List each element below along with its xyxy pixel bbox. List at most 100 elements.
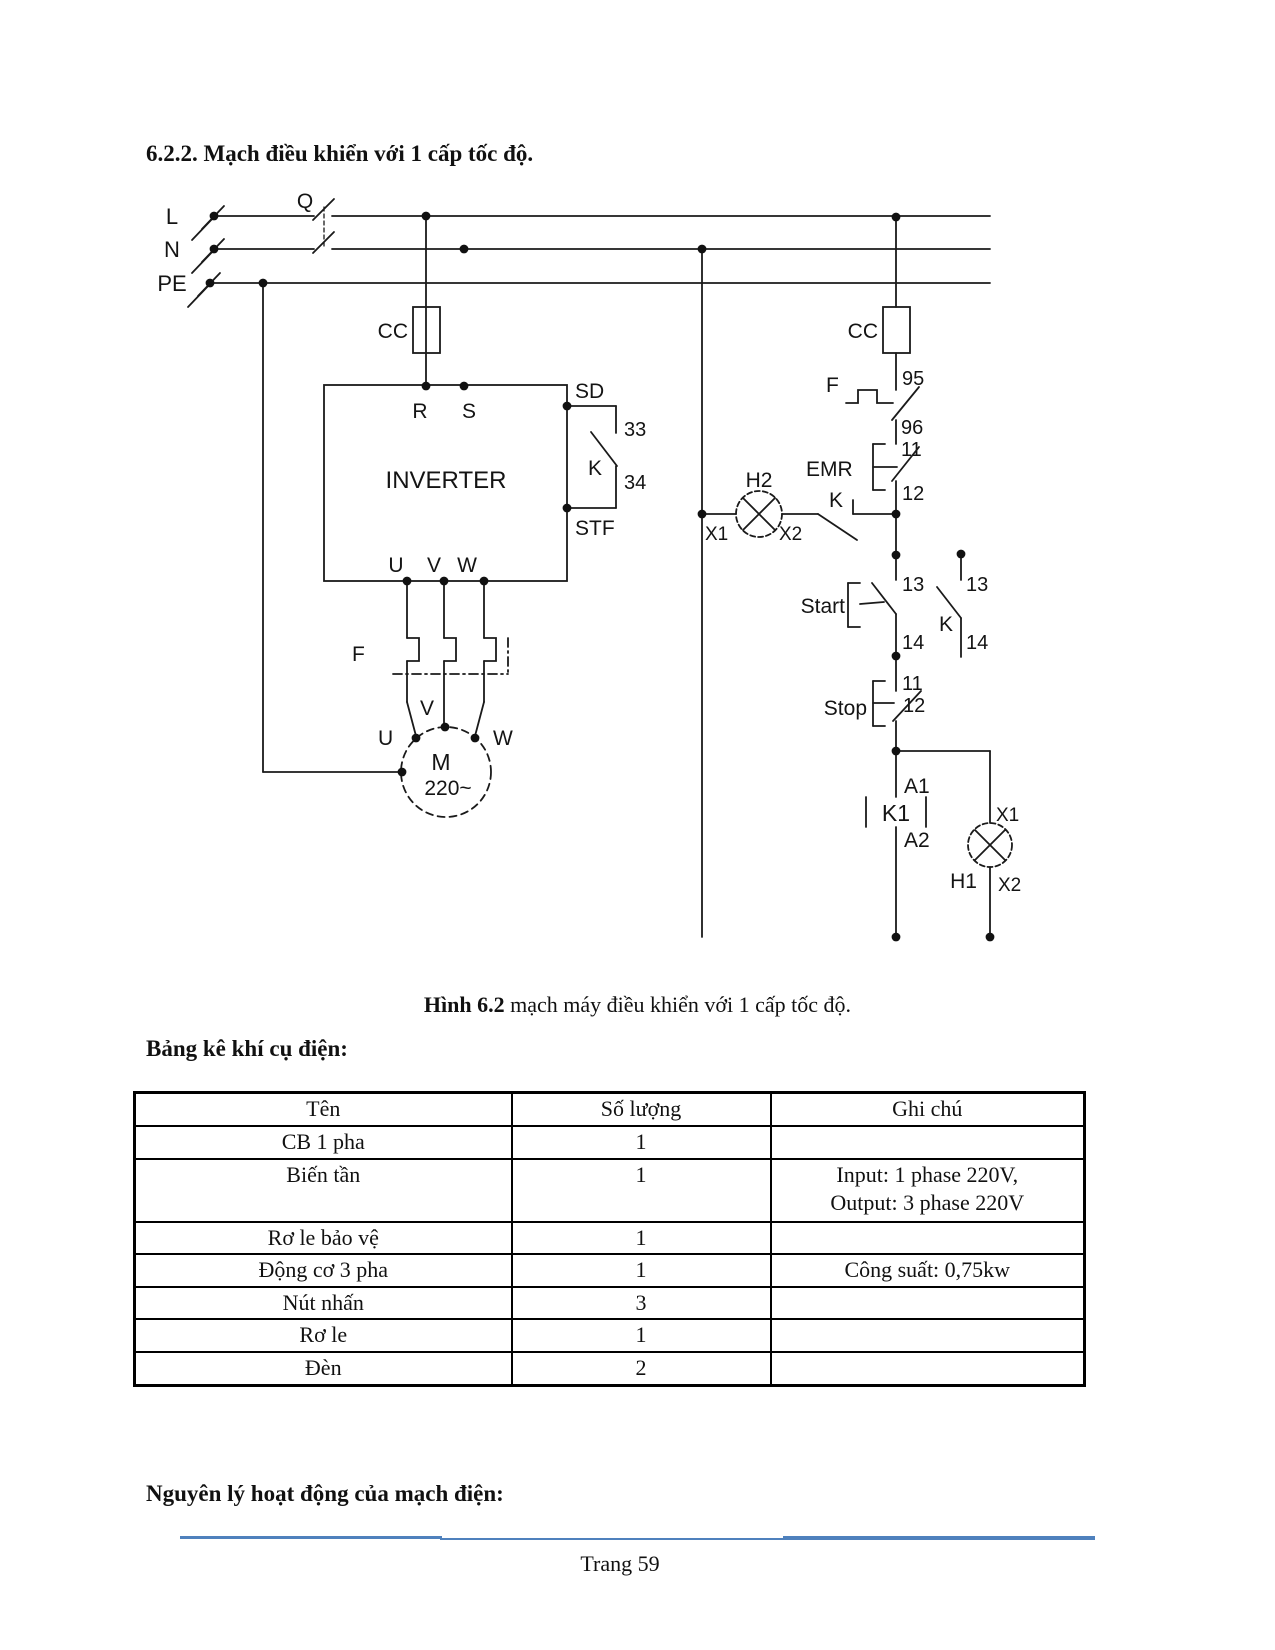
terminal-r-label: R	[412, 400, 427, 423]
table-row: Nút nhấn 3	[133, 1285, 1086, 1321]
coil-a1-label: A1	[904, 775, 930, 798]
cell-name: Đèn	[133, 1350, 513, 1387]
run-command-contact-k: SD 33 K 34 STF	[566, 380, 646, 540]
table-row: Rơ le bảo vệ 1	[133, 1220, 1086, 1256]
cell-note	[769, 1220, 1086, 1256]
cell-name: Biến tần	[133, 1157, 513, 1223]
figure-caption: Hình 6.2 mạch máy điều khiển với 1 cấp t…	[0, 992, 1275, 1018]
cell-note	[769, 1350, 1086, 1387]
fuse-cc-control-label: CC	[848, 320, 878, 343]
terminal-stf-label: STF	[575, 517, 615, 540]
cell-name: Rơ le	[133, 1318, 513, 1353]
contact-14-label: 14	[902, 632, 924, 654]
cell-name: Rơ le bảo vệ	[133, 1220, 513, 1256]
stop-label: Stop	[824, 697, 867, 720]
motor-w-label: W	[493, 727, 513, 750]
motor-voltage-label: 220~	[424, 777, 471, 800]
contact-95-label: 95	[902, 368, 924, 390]
cell-note	[769, 1318, 1086, 1353]
k-nc-contact: K	[781, 489, 897, 541]
figure-caption-number: Hình 6.2	[423, 992, 505, 1017]
contact-34-label: 34	[624, 472, 646, 494]
table-row: CB 1 pha 1	[133, 1124, 1086, 1160]
supply-slash-marks	[187, 205, 225, 308]
stop-button: 11 Stop 12	[824, 655, 925, 752]
overload-nc-contact-f: 95 F 96	[826, 368, 924, 445]
h2-x1-label: X1	[705, 524, 728, 545]
cell-qty: 1	[510, 1220, 772, 1256]
overload-contact-f-label: F	[826, 374, 839, 397]
rail-l-label: L	[166, 204, 178, 229]
start-button: 13 Start 14	[801, 513, 924, 657]
fuse-cc-main-label: CC	[378, 320, 408, 343]
cell-name: Nút nhấn	[133, 1285, 513, 1321]
terminal-w-label: W	[457, 554, 477, 577]
cell-note: Input: 1 phase 220V, Output: 3 phase 220…	[769, 1157, 1086, 1223]
main-switch-q: Q	[297, 190, 335, 254]
lamp-h2-label: H2	[746, 469, 773, 492]
terminal-v-label: V	[427, 554, 441, 577]
cell-qty: 1	[510, 1157, 772, 1223]
rail-n-label: N	[164, 237, 180, 262]
cell-qty: 1	[510, 1253, 772, 1288]
h2-x2-label: X2	[779, 524, 802, 545]
table-row: Biến tần 1 Input: 1 phase 220V, Output: …	[133, 1157, 1086, 1223]
cell-qty: 2	[510, 1350, 772, 1387]
contact-33-label: 33	[624, 419, 646, 441]
motor-m-label: M	[431, 749, 450, 775]
k-nc-label: K	[829, 489, 843, 512]
overload-relay-f: F	[352, 580, 509, 675]
overload-f-label: F	[352, 643, 365, 666]
motor-m: M 220~ U V W	[378, 660, 513, 818]
contact-11-label: 11	[901, 439, 922, 461]
circuit-diagram: L N PE Q CC INVERTER R S U V W	[157, 190, 1021, 942]
cell-qty: 1	[510, 1318, 772, 1353]
stop-12-label: 12	[903, 695, 925, 717]
table-row: Động cơ 3 pha 1 Công suất: 0,75kw	[133, 1253, 1086, 1288]
terminal-u-label: U	[388, 554, 403, 577]
cell-name: CB 1 pha	[133, 1124, 513, 1160]
col-header-name: Tên	[133, 1091, 513, 1127]
col-header-note: Ghi chú	[769, 1091, 1086, 1127]
footer-rule-segment	[180, 1536, 442, 1539]
k14-label: 14	[966, 632, 988, 654]
k13-label: 13	[966, 574, 988, 596]
h1-x2-label: X2	[998, 875, 1021, 896]
motor-v-label: V	[420, 697, 434, 720]
coil-k1-label: K1	[882, 800, 910, 826]
relay-coil-k1: A1 K1 A2	[865, 750, 930, 938]
lamp-h1-label: H1	[950, 870, 977, 893]
emergency-stop-emr: 11 EMR 12	[806, 439, 924, 515]
table-header-row: Tên Số lượng Ghi chú	[133, 1091, 1086, 1127]
footer-rule-segment	[440, 1538, 785, 1540]
cell-note	[769, 1285, 1086, 1321]
table-row: Đèn 2	[133, 1350, 1086, 1387]
control-fuse-cc: CC	[848, 216, 911, 391]
section-heading: 6.2.2. Mạch điều khiển với 1 cấp tốc độ.	[146, 141, 534, 166]
pe-bonding-wire	[262, 282, 403, 773]
main-fuse-cc: CC	[378, 215, 441, 386]
equipment-table-heading: Bảng kê khí cụ điện:	[146, 1036, 348, 1061]
cell-note: Công suất: 0,75kw	[769, 1253, 1086, 1288]
lamp-h1: X1 H1 X2	[895, 750, 1021, 938]
table-row: Rơ le 1	[133, 1318, 1086, 1353]
junction-dots	[205, 211, 995, 942]
fuse-symbol	[882, 306, 911, 354]
footer-rule-segment	[783, 1536, 1095, 1540]
terminal-s-label: S	[462, 400, 476, 423]
contact-12-label: 12	[902, 483, 924, 505]
k-aux-label: K	[939, 613, 953, 636]
lamp-h2: H2 X1 X2	[701, 248, 802, 938]
equipment-table: Tên Số lượng Ghi chú CB 1 pha 1 Biến tần…	[133, 1091, 1086, 1387]
emr-label: EMR	[806, 458, 853, 481]
principle-heading: Nguyên lý hoạt động của mạch điện:	[146, 1481, 504, 1506]
figure-caption-text: mạch máy điều khiển với 1 cấp tốc độ.	[504, 992, 852, 1017]
h1-x1-label: X1	[996, 805, 1019, 826]
fuse-symbol	[412, 306, 441, 354]
rail-pe-label: PE	[157, 271, 186, 296]
contact-k-label: K	[588, 457, 602, 480]
col-header-qty: Số lượng	[510, 1091, 772, 1127]
motor-u-label: U	[378, 727, 393, 750]
power-rails: L N PE	[157, 204, 991, 308]
inverter-block: INVERTER R S U V W	[323, 384, 568, 582]
